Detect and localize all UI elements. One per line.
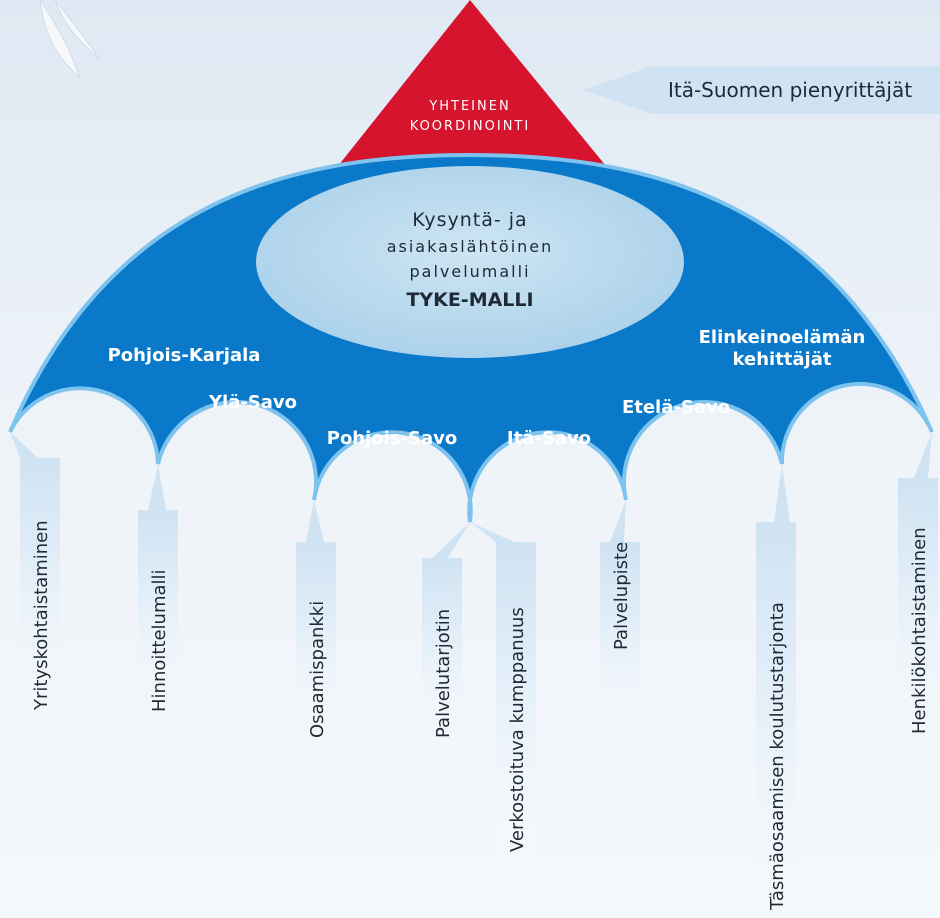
tag-label: Yrityskohtaistaminen — [31, 520, 52, 711]
feather-decoration — [39, 0, 101, 79]
tag-label: Henkilökohtaistaminen — [909, 527, 930, 734]
tag-palvelupiste: Palvelupiste — [600, 500, 640, 742]
developers-line-1: Elinkeinoelämän — [699, 327, 866, 348]
tag-label: Osaamispankki — [307, 601, 328, 738]
coordination-triangle — [338, 0, 606, 166]
region-etela-savo: Etelä-Savo — [622, 397, 730, 418]
tag-henkilokohtaistaminen: Henkilökohtaistaminen — [898, 432, 938, 744]
coordination-line-2: KOORDINOINTI — [410, 119, 530, 134]
tag-tasmaosaamisen-koulutustarjonta: Täsmäosaamisen koulutustarjonta — [756, 464, 796, 918]
tag-label: Palvelutarjotin — [433, 609, 454, 738]
callout-arrow — [582, 66, 940, 114]
region-ita-savo: Itä-Savo — [507, 428, 591, 449]
tag-osaamispankki: Osaamispankki — [296, 500, 336, 742]
center-line-4: TYKE-MALLI — [406, 289, 533, 311]
tag-label: Hinnoittelumalli — [149, 569, 170, 712]
tag-label: Palvelupiste — [611, 542, 632, 650]
center-line-1: Kysyntä- ja — [412, 209, 527, 231]
callout-text: Itä-Suomen pienyrittäjät — [668, 78, 912, 102]
tag-label: Täsmäosaamisen koulutustarjonta — [767, 602, 788, 911]
service-model-ellipse — [256, 166, 684, 358]
tag-hinnoittelumalli: Hinnoittelumalli — [138, 464, 178, 720]
region-pohjois-karjala: Pohjois-Karjala — [108, 345, 261, 366]
developers-line-2: kehittäjät — [733, 349, 832, 370]
center-line-2: asiakaslähtöinen — [387, 237, 554, 256]
region-pohjois-savo: Pohjois-Savo — [327, 428, 457, 449]
tag-yrityskohtaistaminen: Yrityskohtaistaminen — [10, 432, 60, 720]
coordination-line-1: YHTEINEN — [428, 99, 510, 114]
tag-label: Verkostoituva kumppanuus — [507, 607, 528, 852]
tag-palvelutarjotin: Palvelutarjotin — [422, 522, 470, 748]
tag-verkostoituva-kumppanuus: Verkostoituva kumppanuus — [470, 522, 536, 860]
center-line-3: palvelumalli — [409, 262, 530, 281]
region-yla-savo: Ylä-Savo — [208, 392, 297, 413]
